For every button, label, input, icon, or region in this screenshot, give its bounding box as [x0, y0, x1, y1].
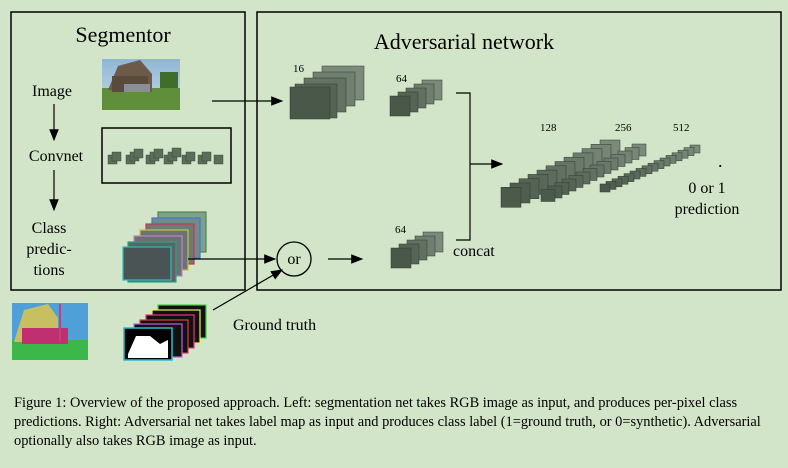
size-512-label: 512 — [673, 122, 690, 134]
figure-caption: Figure 1: Overview of the proposed appro… — [14, 395, 761, 449]
arrow-groundtruth-to-or — [212, 269, 284, 311]
layer-64-top-block — [389, 79, 443, 117]
class-prediction-maps — [122, 211, 207, 283]
output-label-line2: prediction — [675, 201, 740, 218]
segmentor-title: Segmentor — [75, 22, 171, 47]
layer-256-block — [540, 143, 647, 202]
class-label-line2: predic- — [26, 241, 71, 258]
concat-label: concat — [453, 243, 495, 260]
layer-512-block — [599, 144, 701, 193]
convnet-label: Convnet — [29, 148, 84, 165]
adversarial-box — [256, 11, 782, 291]
layer-128-block — [500, 139, 621, 208]
output-dot: . — [718, 151, 723, 171]
convnet-box — [101, 127, 232, 184]
or-label: or — [287, 251, 301, 268]
convnet-layers — [107, 147, 224, 165]
ground-truth-rgb-labelmap — [12, 303, 88, 360]
size-128-label: 128 — [540, 122, 557, 134]
overview-figure: Segmentor Adversarial network Image Conv… — [10, 11, 782, 361]
class-label-line1: Class — [32, 220, 67, 237]
layer-16-block — [289, 65, 365, 120]
concat-bracket — [456, 92, 471, 241]
ground-truth-label: Ground truth — [233, 317, 316, 334]
image-label: Image — [32, 83, 72, 100]
segmentor-box — [10, 11, 246, 291]
size-64-top-label: 64 — [396, 73, 408, 85]
or-node — [276, 241, 312, 277]
output-label-line1: 0 or 1 — [688, 180, 725, 197]
class-label-line3: tions — [33, 262, 64, 279]
size-64-bottom-label: 64 — [395, 224, 407, 236]
size-16-label: 16 — [293, 63, 305, 75]
size-256-label: 256 — [615, 122, 632, 134]
layer-64-bottom-block — [390, 231, 444, 269]
adversarial-title: Adversarial network — [374, 29, 554, 54]
ground-truth-maps — [123, 304, 207, 361]
input-rgb-image — [102, 59, 180, 110]
